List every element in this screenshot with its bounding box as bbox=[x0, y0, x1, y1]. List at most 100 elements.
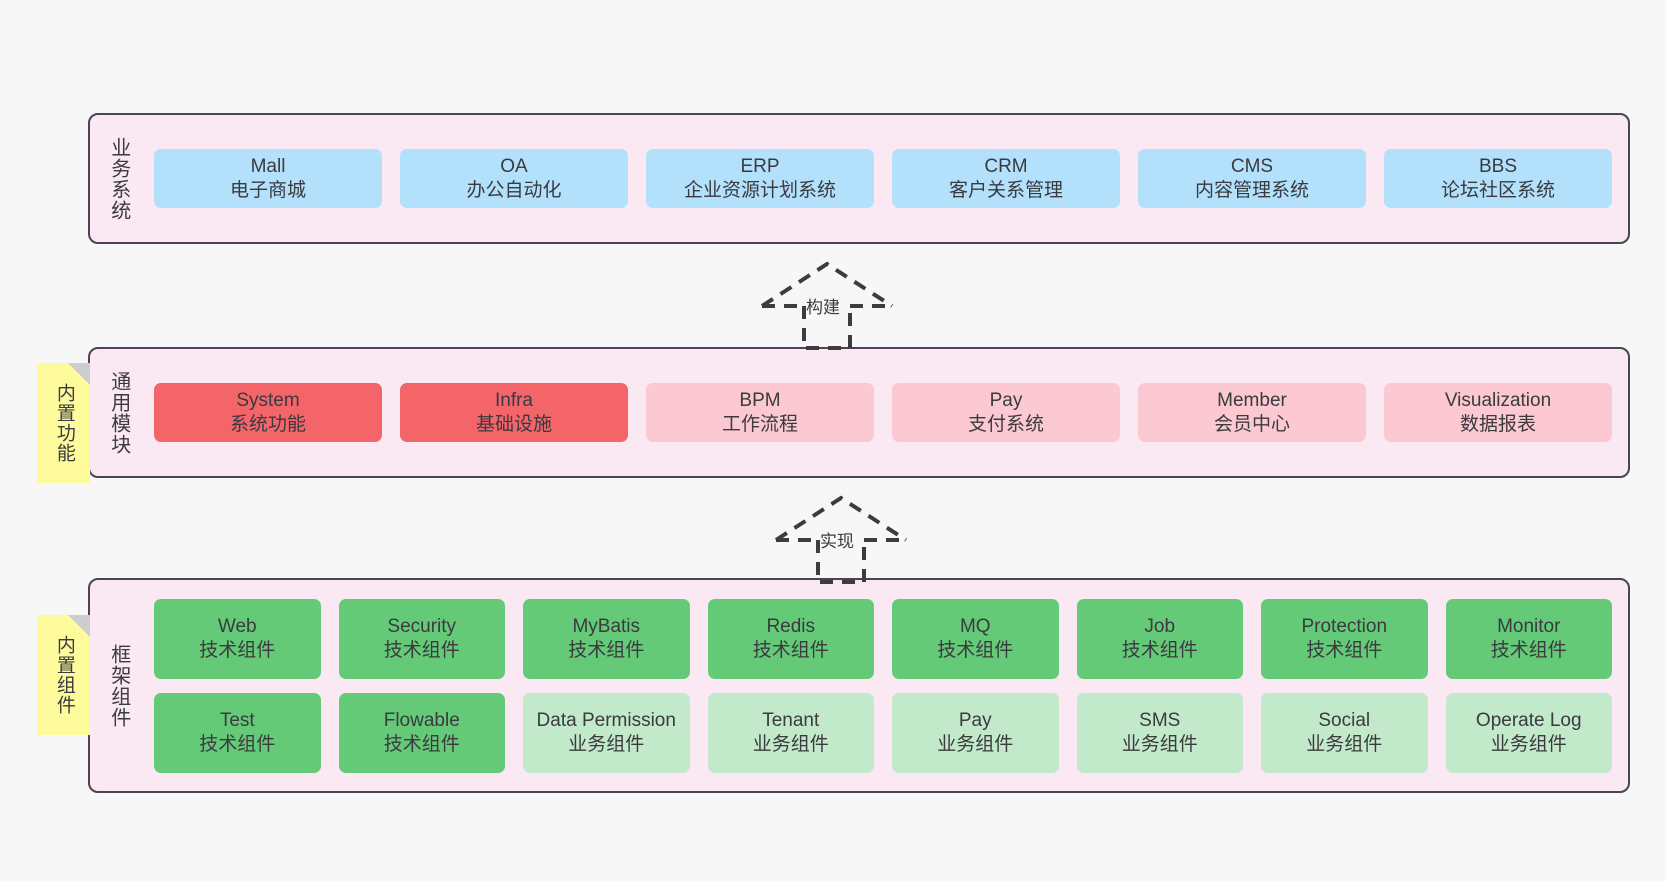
node-bbs[interactable]: BBS 论坛社区系统 bbox=[1384, 149, 1612, 208]
node-title: Web bbox=[217, 616, 257, 638]
node-title: BPM bbox=[739, 390, 781, 412]
node-subtitle: 客户关系管理 bbox=[948, 179, 1063, 201]
node-row: Web 技术组件 Security 技术组件 MyBatis 技术组件 Redi… bbox=[154, 598, 1612, 679]
node-subtitle: 技术组件 bbox=[1121, 639, 1198, 661]
node-title: CMS bbox=[1230, 156, 1274, 178]
node-erp[interactable]: ERP 企业资源计划系统 bbox=[646, 149, 874, 208]
connector-build-arrow bbox=[760, 261, 894, 350]
node-title: Redis bbox=[766, 616, 816, 638]
node-data-permission[interactable]: Data Permission 业务组件 bbox=[523, 692, 690, 773]
node-mybatis[interactable]: MyBatis 技术组件 bbox=[523, 598, 690, 679]
node-title: MQ bbox=[959, 616, 991, 638]
node-visualization[interactable]: Visualization 数据报表 bbox=[1384, 383, 1612, 442]
node-infra[interactable]: Infra 基础设施 bbox=[400, 383, 628, 442]
layer-common-modules-body: System 系统功能 Infra 基础设施 BPM 工作流程 Pay 支付系统… bbox=[138, 349, 1628, 476]
node-subtitle: 企业资源计划系统 bbox=[683, 179, 836, 201]
sticky-note-label: 内置组件 bbox=[53, 635, 75, 715]
node-title: ERP bbox=[740, 156, 780, 178]
node-title: SMS bbox=[1139, 710, 1181, 732]
node-title: Flowable bbox=[383, 710, 460, 732]
node-subtitle: 业务组件 bbox=[1490, 733, 1567, 755]
node-subtitle: 论坛社区系统 bbox=[1440, 179, 1555, 201]
node-member[interactable]: Member 会员中心 bbox=[1138, 383, 1366, 442]
node-security[interactable]: Security 技术组件 bbox=[338, 598, 505, 679]
node-title: Tenant bbox=[762, 710, 820, 732]
connector-build-label: 构建 bbox=[806, 298, 840, 317]
node-title: System bbox=[236, 390, 300, 412]
node-title: Visualization bbox=[1444, 390, 1552, 412]
layer-common-modules-title: 通用模块 bbox=[107, 370, 130, 455]
node-subtitle: 技术组件 bbox=[568, 639, 645, 661]
layer-common-modules: 通用模块 System 系统功能 Infra 基础设施 BPM 工作流程 Pay… bbox=[88, 347, 1630, 478]
node-subtitle: 内容管理系统 bbox=[1194, 179, 1309, 201]
node-bpm[interactable]: BPM 工作流程 bbox=[646, 383, 874, 442]
node-subtitle: 会员中心 bbox=[1213, 413, 1290, 435]
node-subtitle: 业务组件 bbox=[1306, 733, 1383, 755]
node-title: BBS bbox=[1478, 156, 1518, 178]
node-title: Security bbox=[387, 616, 457, 638]
connector-implement-label: 实现 bbox=[820, 532, 854, 551]
node-subtitle: 技术组件 bbox=[199, 733, 276, 755]
layer-framework-components: 框架组件 Web 技术组件 Security 技术组件 MyBatis 技术组件… bbox=[88, 578, 1630, 793]
node-pay-component[interactable]: Pay 业务组件 bbox=[892, 692, 1059, 773]
node-title: Monitor bbox=[1497, 616, 1561, 638]
node-protection[interactable]: Protection 技术组件 bbox=[1261, 598, 1428, 679]
node-title: Social bbox=[1318, 710, 1371, 732]
node-subtitle: 办公自动化 bbox=[466, 179, 562, 201]
layer-framework-components-body: Web 技术组件 Security 技术组件 MyBatis 技术组件 Redi… bbox=[138, 580, 1628, 791]
connector-implement-arrow bbox=[774, 495, 908, 584]
node-crm[interactable]: CRM 客户关系管理 bbox=[892, 149, 1120, 208]
node-subtitle: 业务组件 bbox=[1121, 733, 1198, 755]
node-row: Mall 电子商城 OA 办公自动化 ERP 企业资源计划系统 CRM 客户关系… bbox=[154, 149, 1612, 208]
layer-business-systems-title: 业务系统 bbox=[107, 136, 130, 221]
node-title: Test bbox=[219, 710, 255, 732]
node-subtitle: 业务组件 bbox=[937, 733, 1014, 755]
node-subtitle: 技术组件 bbox=[1490, 639, 1567, 661]
node-title: Member bbox=[1217, 390, 1287, 412]
node-system[interactable]: System 系统功能 bbox=[154, 383, 382, 442]
node-subtitle: 技术组件 bbox=[1306, 639, 1383, 661]
node-operate-log[interactable]: Operate Log 业务组件 bbox=[1445, 692, 1612, 773]
sticky-note-label: 内置功能 bbox=[53, 383, 75, 463]
node-redis[interactable]: Redis 技术组件 bbox=[707, 598, 874, 679]
node-subtitle: 业务组件 bbox=[568, 733, 645, 755]
node-title: Infra bbox=[494, 390, 534, 412]
node-title: Job bbox=[1144, 616, 1176, 638]
node-title: Protection bbox=[1301, 616, 1388, 638]
node-subtitle: 支付系统 bbox=[967, 413, 1044, 435]
connector-build: 构建 bbox=[758, 258, 908, 350]
node-mall[interactable]: Mall 电子商城 bbox=[154, 149, 382, 208]
sticky-fold-icon bbox=[68, 363, 90, 385]
node-subtitle: 业务组件 bbox=[752, 733, 829, 755]
node-social[interactable]: Social 业务组件 bbox=[1261, 692, 1428, 773]
connector-implement: 实现 bbox=[772, 492, 922, 584]
node-subtitle: 基础设施 bbox=[475, 413, 552, 435]
node-title: Pay bbox=[989, 390, 1023, 412]
node-title: CRM bbox=[984, 156, 1028, 178]
node-title: Mall bbox=[250, 156, 286, 178]
node-subtitle: 电子商城 bbox=[229, 179, 306, 201]
node-title: OA bbox=[500, 156, 528, 178]
node-web[interactable]: Web 技术组件 bbox=[154, 598, 321, 679]
node-monitor[interactable]: Monitor 技术组件 bbox=[1445, 598, 1612, 679]
node-pay-module[interactable]: Pay 支付系统 bbox=[892, 383, 1120, 442]
node-flowable[interactable]: Flowable 技术组件 bbox=[338, 692, 505, 773]
layer-business-systems-body: Mall 电子商城 OA 办公自动化 ERP 企业资源计划系统 CRM 客户关系… bbox=[138, 115, 1628, 242]
layer-framework-components-title: 框架组件 bbox=[107, 643, 130, 728]
node-title: Pay bbox=[958, 710, 992, 732]
node-cms[interactable]: CMS 内容管理系统 bbox=[1138, 149, 1366, 208]
node-job[interactable]: Job 技术组件 bbox=[1076, 598, 1243, 679]
node-mq[interactable]: MQ 技术组件 bbox=[892, 598, 1059, 679]
node-oa[interactable]: OA 办公自动化 bbox=[400, 149, 628, 208]
node-subtitle: 技术组件 bbox=[752, 639, 829, 661]
node-test[interactable]: Test 技术组件 bbox=[154, 692, 321, 773]
node-sms[interactable]: SMS 业务组件 bbox=[1076, 692, 1243, 773]
node-title: Data Permission bbox=[536, 710, 676, 732]
node-row: System 系统功能 Infra 基础设施 BPM 工作流程 Pay 支付系统… bbox=[154, 383, 1612, 442]
node-subtitle: 技术组件 bbox=[383, 639, 460, 661]
node-tenant[interactable]: Tenant 业务组件 bbox=[707, 692, 874, 773]
node-title: MyBatis bbox=[572, 616, 641, 638]
node-subtitle: 工作流程 bbox=[721, 413, 798, 435]
node-subtitle: 数据报表 bbox=[1459, 413, 1536, 435]
